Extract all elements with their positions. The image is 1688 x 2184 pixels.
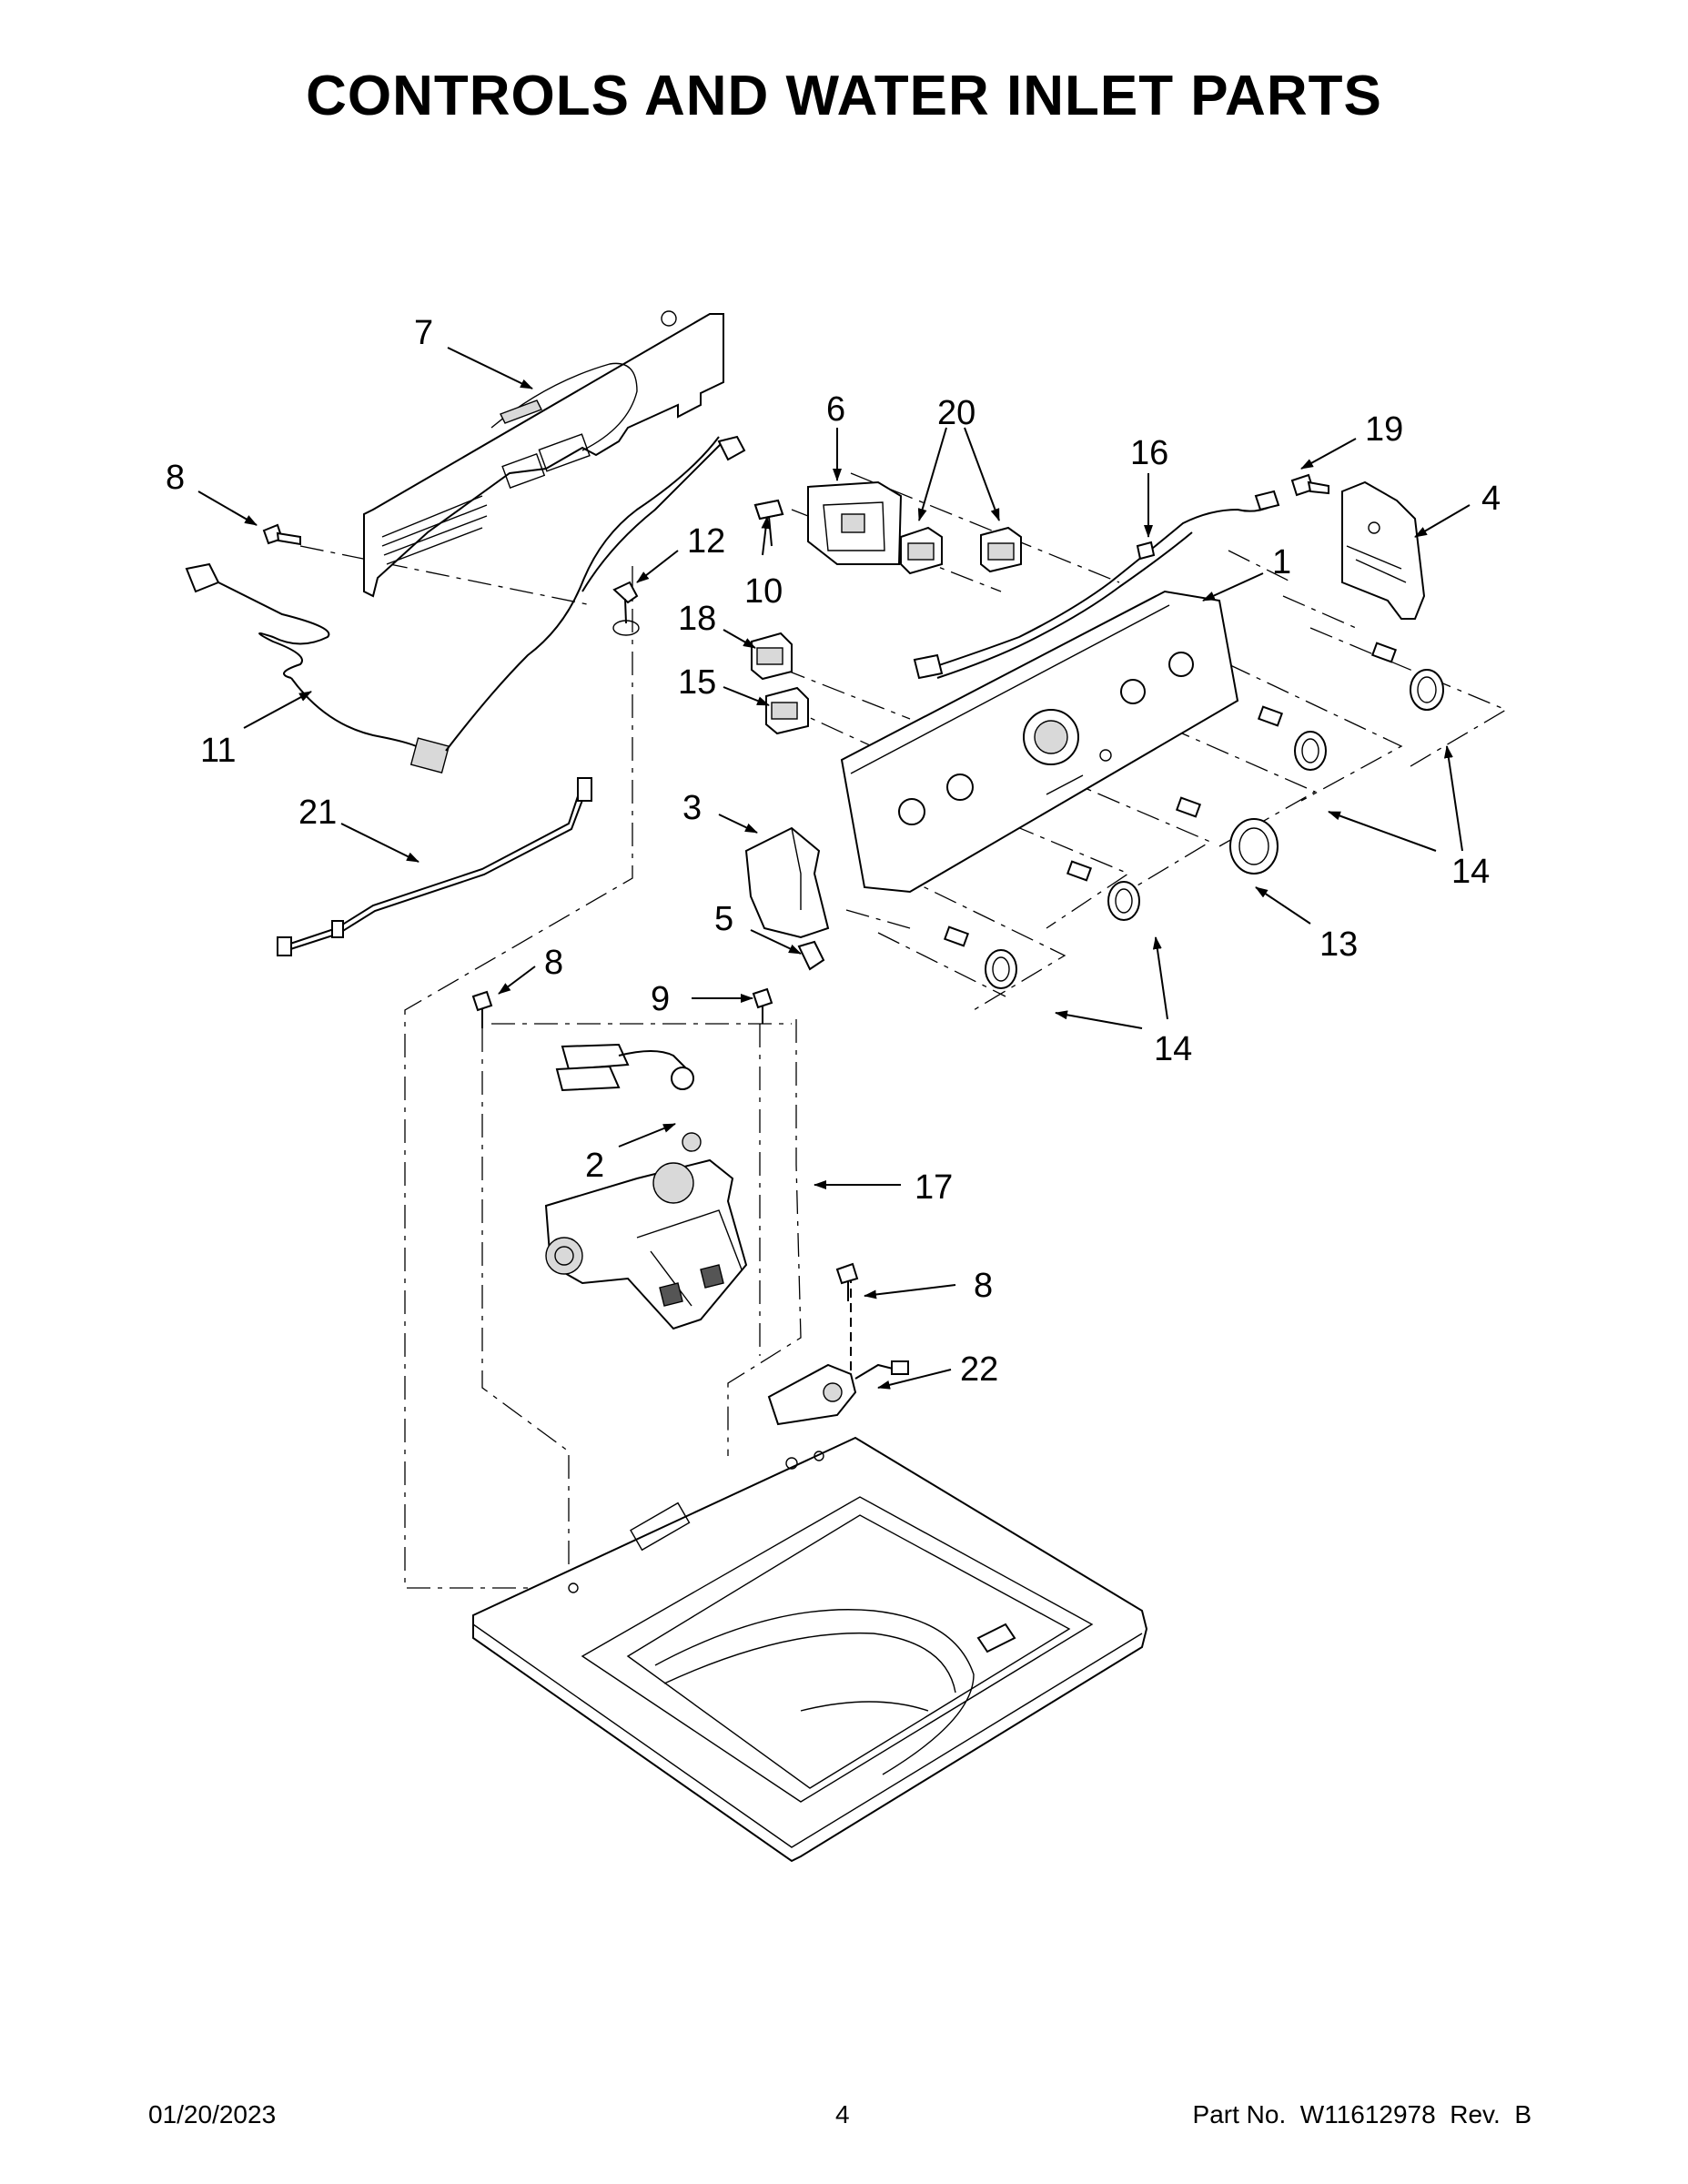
- ground-screw-part-12: [612, 581, 640, 636]
- leader-arrows: [197, 347, 1471, 1390]
- sensor-part-22: [767, 1360, 909, 1426]
- bracket-part-4: [1341, 480, 1426, 620]
- wiring-harness-part-16: [913, 490, 1280, 680]
- callout-8-lower-right: 8: [974, 1267, 993, 1305]
- callout-4: 4: [1481, 480, 1501, 518]
- callout-17: 17: [915, 1168, 953, 1207]
- callout-11: 11: [200, 732, 236, 770]
- callout-5: 5: [714, 900, 733, 938]
- callout-15: 15: [678, 663, 716, 702]
- washer-top-cover: [472, 1436, 1148, 1863]
- callout-6: 6: [826, 390, 845, 429]
- callout-2: 2: [585, 1147, 604, 1185]
- callout-13: 13: [1319, 925, 1358, 964]
- knobs-part-13-14: [943, 642, 1444, 989]
- control-board-part-6: [753, 480, 903, 565]
- screws-part-8-9-lower: [471, 987, 859, 1301]
- callout-14-upper: 14: [1451, 853, 1490, 891]
- callout-21: 21: [298, 794, 337, 832]
- footer-date: 01/20/2023: [148, 2100, 277, 2128]
- callout-3: 3: [682, 789, 702, 827]
- callout-14-lower: 14: [1154, 1030, 1192, 1068]
- water-inlet-assembly-part-17: [544, 1043, 748, 1330]
- callout-10: 10: [744, 572, 783, 611]
- page-title: CONTROLS AND WATER INLET PARTS: [306, 65, 1382, 127]
- callout-16: 16: [1130, 434, 1168, 472]
- switches-part-18-15: [751, 632, 809, 735]
- screw-part-8-upper: [262, 523, 301, 546]
- callout-20: 20: [937, 394, 975, 432]
- callout-1: 1: [1272, 543, 1291, 581]
- footer-part-number: Part No. W11612978 Rev. B: [1192, 2100, 1531, 2128]
- rear-control-panel-part-7: [363, 310, 724, 598]
- callout-7: 7: [414, 314, 433, 352]
- console-part-1: [840, 590, 1239, 894]
- callout-18: 18: [678, 600, 716, 638]
- screw-part-10: [753, 499, 784, 521]
- footer-page-number: 4: [835, 2100, 850, 2128]
- assembly-dashed-lines: [299, 472, 1508, 1602]
- callout-8-lower-left: 8: [544, 944, 563, 982]
- screw-part-19: [1290, 473, 1329, 497]
- callout-9: 9: [651, 980, 670, 1018]
- end-cap-part-3: [744, 826, 830, 939]
- switches-part-20: [900, 526, 1022, 575]
- callout-8-upper: 8: [166, 459, 185, 497]
- callout-12: 12: [687, 522, 725, 561]
- callout-labels: 7 8 12 11 21 6 20 16 10 18 15 1 19 4 3 5…: [166, 314, 1501, 1389]
- wire-harness-part-21: [277, 777, 592, 956]
- callout-19: 19: [1365, 410, 1403, 449]
- clip-part-5: [797, 940, 825, 971]
- callout-22: 22: [960, 1350, 998, 1389]
